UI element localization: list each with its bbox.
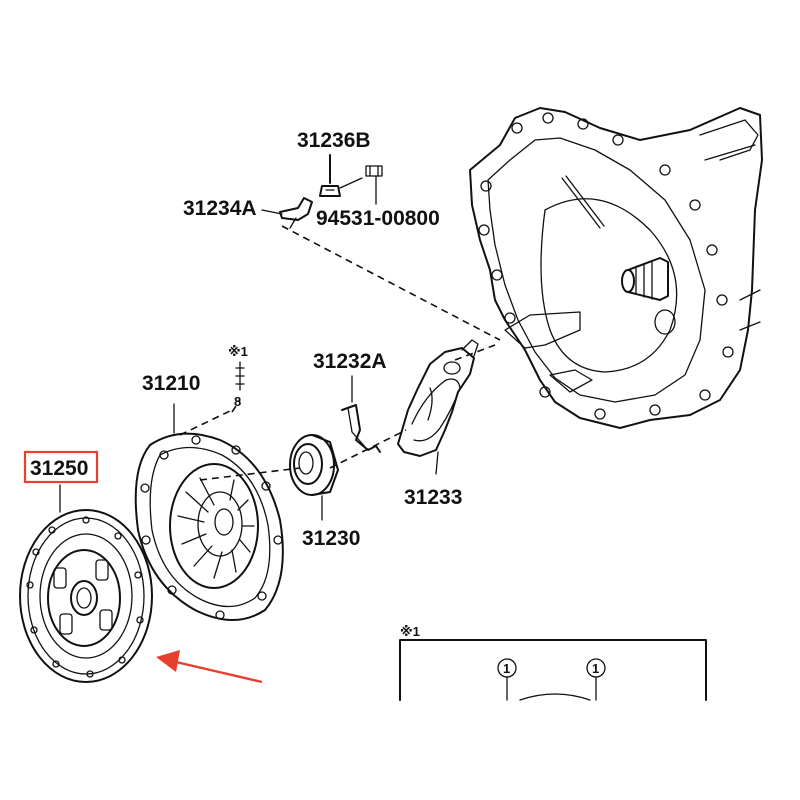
transmission-housing: [469, 107, 763, 429]
label-31236b: 31236B: [297, 129, 371, 152]
note-mark-1: ※1: [228, 344, 248, 359]
part-31236b-ball-stud[interactable]: [319, 154, 341, 197]
part-94531-nut[interactable]: [339, 165, 383, 205]
svg-text:8: 8: [234, 394, 241, 409]
highlight-box-31250: [23, 450, 99, 484]
label-94531-00800: 94531-00800: [316, 207, 440, 230]
highlight-arrow: [156, 650, 263, 684]
label-31250: 31250: [30, 457, 88, 480]
part-31230-release-bearing[interactable]: [289, 434, 339, 521]
circle-label-1a: 1: [503, 661, 510, 676]
part-31233-release-fork[interactable]: [397, 339, 479, 475]
part-31234a-spring[interactable]: [261, 197, 313, 229]
detail-note-mark: ※1: [400, 624, 420, 639]
part-31250-clutch-disc[interactable]: [19, 484, 153, 683]
label-31210: 31210: [142, 372, 200, 395]
label-31230: 31230: [302, 527, 360, 550]
part-31232a-clip[interactable]: [341, 375, 381, 453]
note-8-marker: 8: [234, 361, 245, 409]
part-31210-clutch-cover[interactable]: [134, 403, 284, 621]
label-31233: 31233: [404, 486, 462, 509]
detail-inset-box: ※1 1 1: [399, 624, 707, 701]
label-31234a: 31234A: [183, 197, 257, 220]
label-31232a: 31232A: [313, 350, 387, 373]
circle-label-1b: 1: [592, 661, 599, 676]
